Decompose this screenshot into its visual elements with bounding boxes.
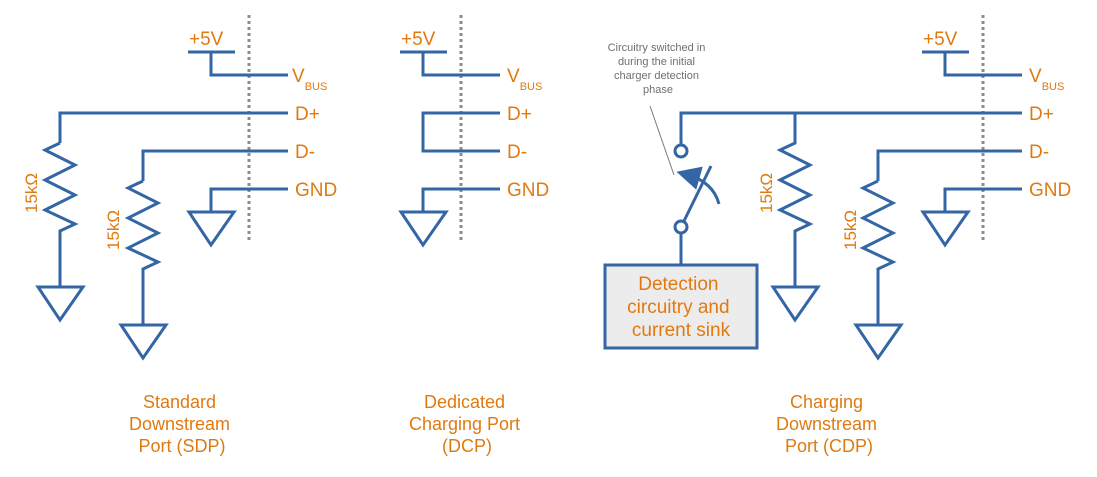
cdp-gnd-label: GND [1029, 180, 1071, 201]
cdp-section: +5V VBUS D+ D- GND 15kΩ 15kΩ [603, 15, 1071, 456]
detection-box-label: Detection circuitry and current sink [627, 274, 735, 341]
sdp-dplus-pulldown-resistor [41, 141, 79, 287]
sdp-dplus-wire [58, 111, 288, 143]
dcp-vbus-label: VBUS [507, 66, 542, 93]
dcp-gnd-symbol [398, 210, 449, 248]
dcp-dplus-label: D+ [507, 104, 532, 125]
dcp-dplus-dminus-short [421, 111, 500, 153]
cdp-caption: Charging Downstream Port (CDP) [776, 392, 882, 456]
sdp-supply-label: +5V [189, 29, 224, 50]
dcp-supply: +5V [400, 29, 500, 77]
sdp-dminus-wire [141, 149, 288, 181]
sdp-dminus-label: D- [295, 142, 315, 163]
dcp-section: +5V VBUS D+ D- GND Dedicated Charging Po… [398, 15, 549, 456]
sdp-resistor2-value: 15kΩ [104, 210, 123, 250]
sdp-dplus-ground-symbol [35, 285, 86, 323]
sdp-section: +5V VBUS D+ D- GND 15kΩ 15kΩ Standard Do… [22, 15, 337, 456]
cdp-dminus-pulldown-resistor [859, 179, 897, 325]
cdp-gnd-wire [943, 187, 1022, 212]
dcp-supply-label: +5V [401, 29, 436, 50]
cdp-resistor1-value: 15kΩ [757, 173, 776, 213]
switch-bottom-contact [673, 219, 689, 235]
cdp-dplus-pulldown-resistor [776, 113, 814, 287]
detection-phase-note: Circuitry switched in during the initial… [608, 42, 709, 96]
switch-blade [682, 165, 713, 222]
cdp-dplus-ground-symbol [770, 285, 821, 323]
cdp-gnd-symbol [920, 210, 971, 248]
sdp-resistor1-value: 15kΩ [22, 173, 41, 213]
sdp-vbus-label: VBUS [292, 66, 327, 93]
sdp-dminus-pulldown-resistor [124, 179, 162, 325]
cdp-supply: +5V [922, 29, 1022, 77]
cdp-dminus-wire [876, 149, 1022, 181]
cdp-dminus-ground-symbol [853, 323, 904, 361]
switch-top-contact [673, 143, 689, 159]
sdp-supply: +5V [188, 29, 288, 77]
sdp-dplus-label: D+ [295, 104, 320, 125]
cdp-dminus-label: D- [1029, 142, 1049, 163]
detection-circuitry-box: Detection circuitry and current sink [603, 263, 759, 350]
cdp-resistor2-value: 15kΩ [841, 210, 860, 250]
sdp-gnd-wire [209, 187, 288, 212]
dcp-dminus-label: D- [507, 142, 527, 163]
cdp-vbus-label: VBUS [1029, 66, 1064, 93]
cdp-dplus-wire [679, 111, 1022, 145]
sdp-caption: Standard Downstream Port (SDP) [129, 392, 235, 456]
dcp-gnd-wire [421, 187, 500, 212]
dcp-caption: Dedicated Charging Port (DCP) [409, 392, 525, 456]
dcp-gnd-label: GND [507, 180, 549, 201]
switch-action-arrow [676, 166, 721, 205]
sdp-gnd-label: GND [295, 180, 337, 201]
sdp-dminus-ground-symbol [118, 323, 169, 361]
detection-switch [673, 143, 721, 264]
sdp-gnd-symbol [186, 210, 237, 248]
cdp-supply-label: +5V [923, 29, 958, 50]
cdp-dplus-label: D+ [1029, 104, 1054, 125]
note-leader-line [649, 105, 675, 176]
